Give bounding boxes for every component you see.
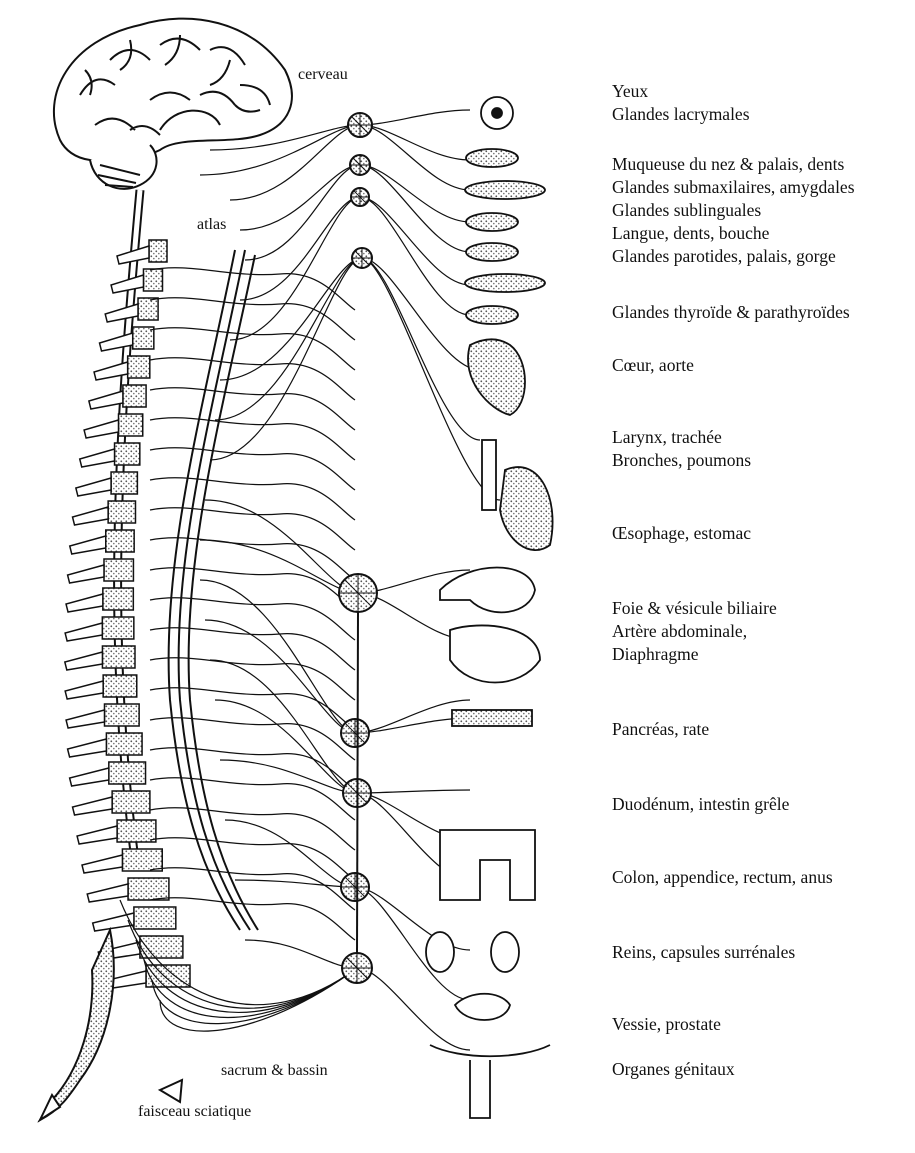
organ-label: Glandes lacrymales — [612, 103, 750, 126]
organ-label: Colon, appendice, rectum, anus — [612, 866, 833, 889]
nerve-fibers — [120, 110, 500, 1050]
organ-label: Bronches, poumons — [612, 449, 751, 472]
sympathetic-chain — [169, 250, 258, 930]
organ-label: Yeux — [612, 80, 648, 103]
brain-label: cerveau — [298, 66, 348, 84]
organ-label: Muqueuse du nez & palais, dents — [612, 153, 844, 176]
atlas-label: atlas — [197, 216, 226, 234]
organ-drawings — [426, 97, 553, 1118]
organ-label: Glandes submaxilaires, amygdales — [612, 176, 855, 199]
sacrum-label: sacrum & bassin — [221, 1062, 328, 1080]
organ-label: Langue, dents, bouche — [612, 222, 769, 245]
nerve-ganglia — [339, 113, 377, 983]
organ-label: Organes génitaux — [612, 1058, 735, 1081]
organ-label: Artère abdominale, — [612, 620, 747, 643]
organ-label: Foie & vésicule biliaire — [612, 597, 777, 620]
organ-label: Glandes sublinguales — [612, 199, 761, 222]
organ-label: Larynx, trachée — [612, 426, 722, 449]
organ-label: Glandes parotides, palais, gorge — [612, 245, 836, 268]
organ-label: Œsophage, estomac — [612, 522, 751, 545]
organ-label: Duodénum, intestin grêle — [612, 793, 789, 816]
organ-label: Reins, capsules surrénales — [612, 941, 795, 964]
brain-drawing — [54, 19, 292, 189]
organ-label: Pancréas, rate — [612, 718, 709, 741]
organ-label: Vessie, prostate — [612, 1013, 721, 1036]
sciatic-label: faisceau sciatique — [138, 1103, 251, 1121]
organ-label: Cœur, aorte — [612, 354, 694, 377]
organ-label: Diaphragme — [612, 643, 699, 666]
organ-label: Glandes thyroïde & parathyroïdes — [612, 301, 850, 324]
